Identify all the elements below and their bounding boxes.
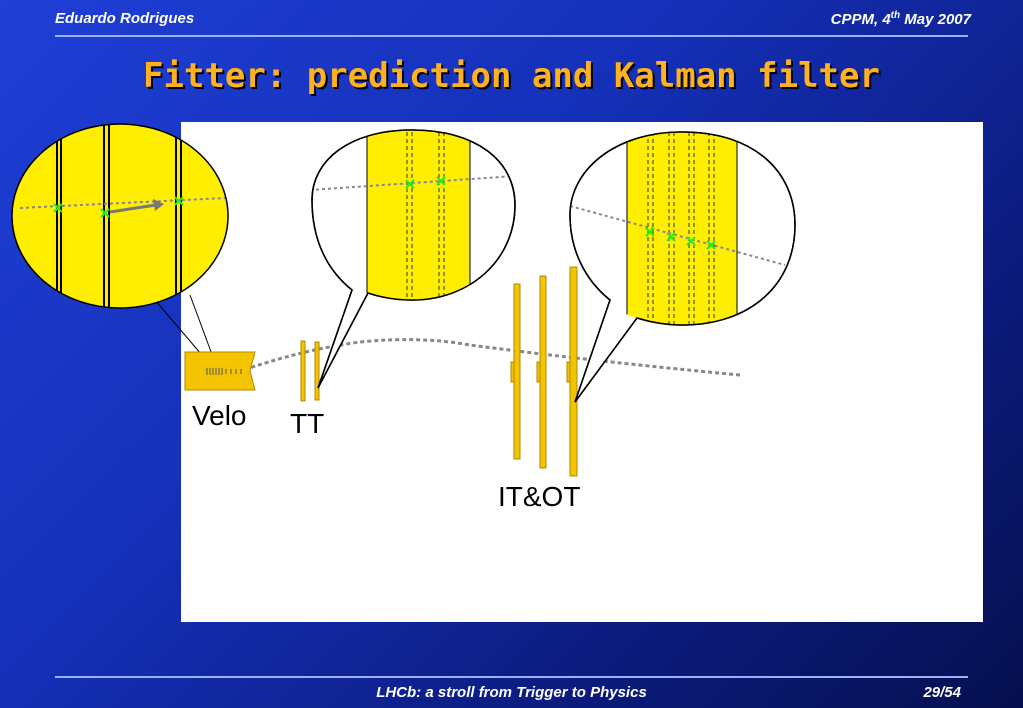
event-prefix: CPPM, 4 (830, 11, 891, 28)
itot-hits (645, 227, 716, 250)
velo-hits (53, 196, 184, 218)
velo-label: Velo (192, 400, 247, 431)
itot-zoom-callout (569, 131, 796, 403)
velo-zoom-callout (11, 123, 229, 309)
slide-title: Fitter: prediction and Kalman filter (143, 56, 880, 96)
event-info: CPPM, 4th May 2007 (831, 10, 971, 28)
tt-hits (405, 176, 446, 189)
page-number: 29/54 (923, 684, 961, 701)
velo-detector (184, 351, 256, 391)
tt-stations (300, 340, 320, 402)
header-divider (55, 35, 968, 37)
itot-label: IT&OT (498, 481, 581, 512)
author-name: Eduardo Rodrigues (55, 10, 195, 27)
event-suffix: May 2007 (900, 11, 971, 28)
talk-title: LHCb: a stroll from Trigger to Physics (376, 684, 647, 701)
prediction-arrow (109, 203, 157, 214)
tt-label: TT (290, 408, 325, 439)
main-track (237, 338, 741, 377)
tt-zoom-callout (311, 129, 516, 389)
footer-divider (55, 676, 968, 678)
event-sup: th (890, 10, 901, 21)
itot-stations (510, 266, 578, 477)
